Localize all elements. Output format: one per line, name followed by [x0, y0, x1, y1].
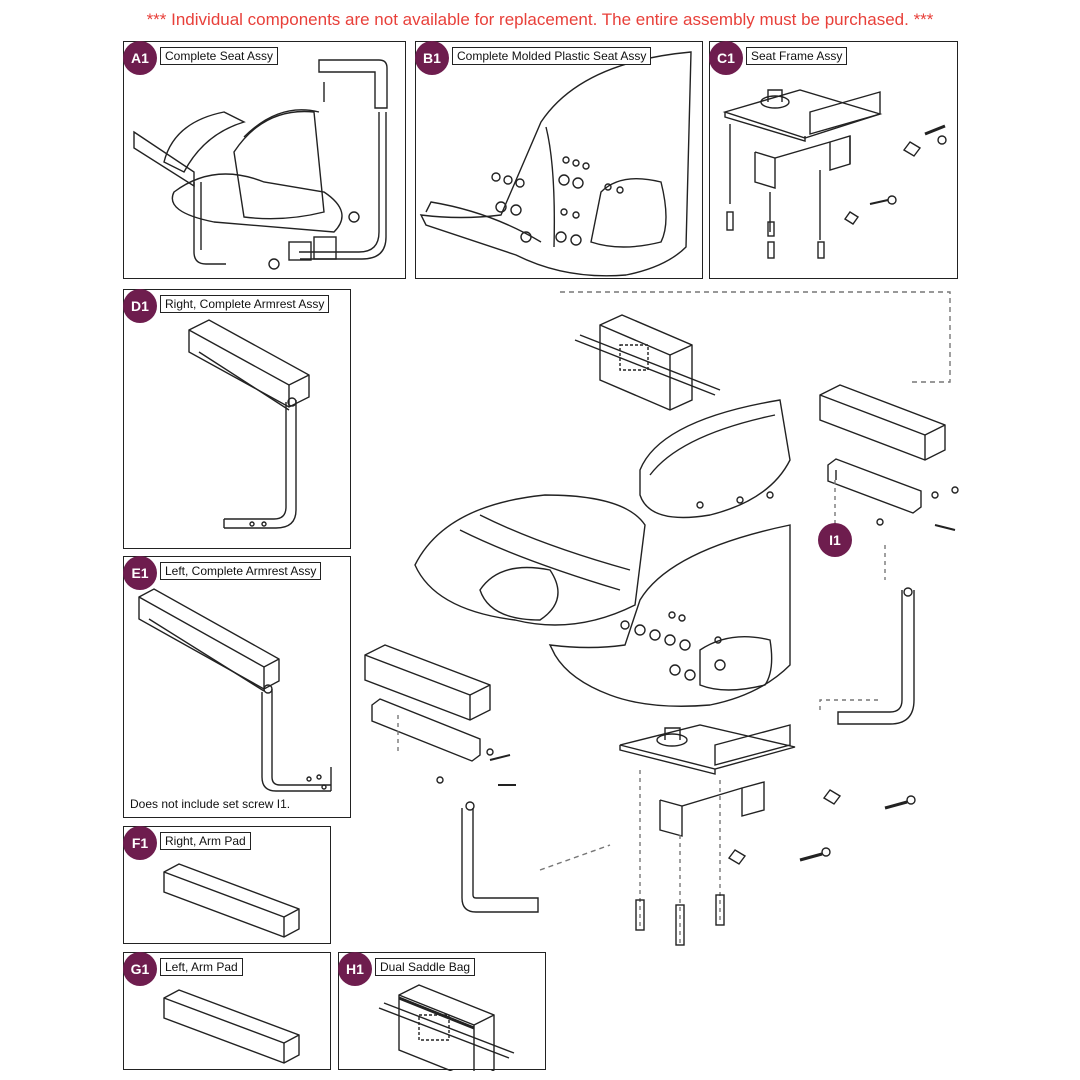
label-dual-saddle-bag: Dual Saddle Bag — [375, 958, 476, 976]
badge-e1: E1 — [123, 556, 157, 590]
right-arm-pad-illustration — [163, 863, 300, 938]
panel-left-armrest-assy: E1 Left, Complete Armrest Assy Does not … — [123, 556, 351, 818]
label-right-arm-pad: Right, Arm Pad — [160, 832, 251, 850]
badge-g1: G1 — [123, 952, 157, 986]
badge-i1-set-screw: I1 — [818, 523, 852, 557]
saddle-bag-illustration — [378, 984, 515, 1071]
seat-frame-illustration — [722, 89, 947, 259]
badge-h1: H1 — [338, 952, 372, 986]
badge-d1: D1 — [123, 289, 157, 323]
panel-seat-frame-assy: C1 Seat Frame Assy — [709, 41, 958, 279]
left-arm-pad-illustration — [163, 989, 300, 1064]
panel-right-arm-pad: F1 Right, Arm Pad — [123, 826, 331, 944]
label-left-armrest-assy: Left, Complete Armrest Assy — [160, 562, 322, 580]
right-armrest-illustration — [188, 319, 310, 529]
panel-complete-seat-assy: A1 Complete Seat Assy — [123, 41, 406, 279]
label-right-armrest-assy: Right, Complete Armrest Assy — [160, 295, 330, 313]
molded-seat-illustration — [419, 51, 692, 277]
panel-molded-plastic-seat-assy: B1 Complete Molded Plastic Seat Assy — [415, 41, 703, 279]
panel-right-armrest-assy: D1 Right, Complete Armrest Assy — [123, 289, 351, 549]
set-screw-note: Does not include set screw I1. — [130, 797, 291, 811]
left-armrest-illustration — [138, 588, 332, 792]
badge-c1: C1 — [709, 41, 743, 75]
complete-seat-illustration — [133, 59, 388, 270]
panel-dual-saddle-bag: H1 Dual Saddle Bag — [338, 952, 546, 1071]
label-molded-plastic-seat-assy: Complete Molded Plastic Seat Assy — [452, 47, 652, 65]
badge-f1: F1 — [123, 826, 157, 860]
label-seat-frame-assy: Seat Frame Assy — [746, 47, 848, 65]
panel-left-arm-pad: G1 Left, Arm Pad — [123, 952, 331, 1070]
badge-b1: B1 — [415, 41, 449, 75]
badge-a1: A1 — [123, 41, 157, 75]
label-complete-seat-assy: Complete Seat Assy — [160, 47, 279, 65]
label-left-arm-pad: Left, Arm Pad — [160, 958, 243, 976]
replacement-notice: *** Individual components are not availa… — [146, 10, 934, 29]
